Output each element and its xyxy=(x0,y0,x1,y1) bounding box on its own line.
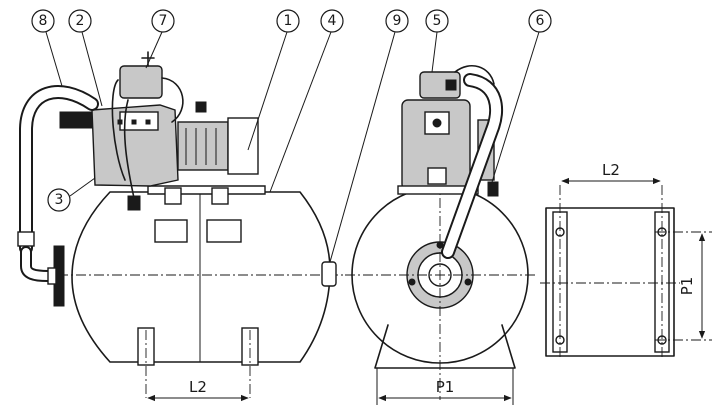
front-bolt-2 xyxy=(464,278,472,286)
front-pump-drain xyxy=(427,167,447,185)
side-foot-right xyxy=(241,327,259,366)
dimension-footprint-p1: P1 xyxy=(678,233,706,339)
callout-label-2: 2 xyxy=(76,13,85,29)
dim-label-footprint-l2: L2 xyxy=(602,161,620,179)
dimension-side-l2: L2 xyxy=(147,378,249,402)
side-cable-1 xyxy=(111,79,126,181)
side-tank-connector xyxy=(47,267,57,285)
dim-label-side-l2: L2 xyxy=(189,378,207,396)
side-tank xyxy=(71,191,331,363)
callout-label-6: 6 xyxy=(536,13,545,29)
side-tank-label-left xyxy=(154,219,188,243)
footprint-outline xyxy=(545,207,675,357)
callout-8: 8 xyxy=(31,9,55,33)
front-view xyxy=(345,64,535,400)
side-foot-left xyxy=(137,327,155,366)
side-view xyxy=(17,51,345,398)
callout-label-8: 8 xyxy=(39,13,48,29)
front-top-fitting xyxy=(419,71,461,99)
callout-7: 7 xyxy=(151,9,175,33)
callout-label-1: 1 xyxy=(284,13,293,29)
side-pressure-switch xyxy=(119,65,163,99)
front-mount-plate xyxy=(397,185,479,195)
callout-label-4: 4 xyxy=(328,13,337,29)
side-mount-block-left xyxy=(164,187,182,205)
callout-9: 9 xyxy=(385,9,409,33)
callout-label-3: 3 xyxy=(55,192,64,208)
side-inlet-fitting xyxy=(59,111,93,129)
callout-6: 6 xyxy=(528,9,552,33)
callout-3: 3 xyxy=(47,188,71,212)
callout-4: 4 xyxy=(320,9,344,33)
side-hose-clamp xyxy=(17,231,35,247)
side-cable-3 xyxy=(123,99,135,199)
front-bolt-3 xyxy=(408,278,416,286)
side-bolt-2 xyxy=(131,119,137,125)
callout-label-9: 9 xyxy=(393,13,402,29)
side-tank-label-right xyxy=(206,219,242,243)
front-fitting-nut xyxy=(445,79,457,91)
side-cable-2 xyxy=(161,77,184,123)
side-hose-inner xyxy=(21,87,97,253)
side-tank-nipple xyxy=(321,261,337,287)
side-mount-block-right xyxy=(211,187,229,205)
callout-5: 5 xyxy=(425,9,449,33)
side-motor-switch xyxy=(195,101,207,113)
side-hose-elbow-inner xyxy=(22,248,52,280)
callout-leaders xyxy=(45,31,540,263)
front-pump-impeller xyxy=(432,118,442,128)
front-cable xyxy=(454,64,495,85)
dimension-footprint-l2: L2 xyxy=(561,161,661,185)
callout-label-7: 7 xyxy=(159,13,168,29)
dim-label-front-p1: P1 xyxy=(436,378,455,396)
front-hose-inner xyxy=(443,75,502,257)
side-motor-cap xyxy=(227,117,259,175)
side-plug xyxy=(127,195,141,211)
callout-2: 2 xyxy=(68,9,92,33)
dim-label-footprint-p1: P1 xyxy=(678,277,696,296)
side-bolt-3 xyxy=(145,119,151,125)
footprint-view xyxy=(540,185,712,360)
callout-label-5: 5 xyxy=(433,13,442,29)
callout-1: 1 xyxy=(276,9,300,33)
side-bolt-1 xyxy=(117,119,123,125)
front-side-plug xyxy=(487,181,499,197)
dimension-front-p1: P1 xyxy=(376,368,514,405)
front-stand xyxy=(374,324,516,369)
